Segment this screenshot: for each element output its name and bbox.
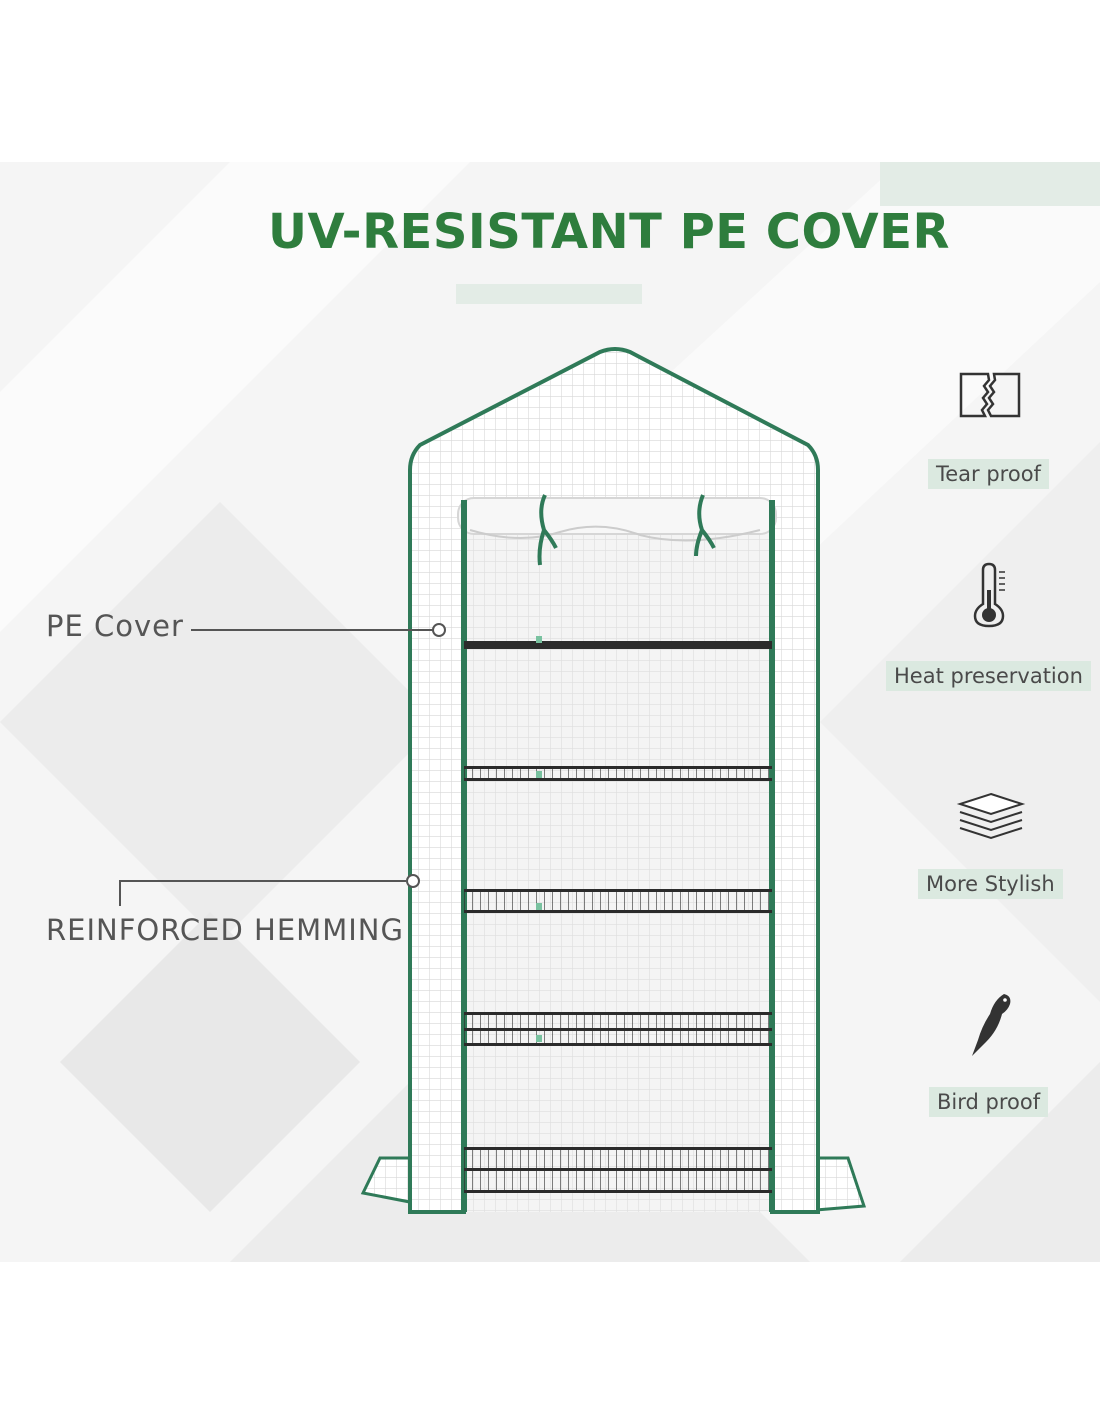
greenhouse-cover [408, 347, 820, 1214]
feature-label-more-stylish: More Stylish [918, 869, 1063, 899]
door-tie-right [694, 494, 716, 557]
feature-label-heat-preservation: Heat preservation [886, 661, 1091, 691]
tear-proof-icon [959, 372, 1021, 418]
hemming-callout-line [119, 874, 420, 906]
bird-icon [972, 994, 1011, 1056]
thermometer-icon [973, 562, 1005, 628]
feature-label-tear-proof: Tear proof [928, 459, 1049, 489]
right-floor-flap [814, 1156, 867, 1212]
pe-cover-label: PE Cover [46, 609, 184, 643]
pe-cover-callout-line [191, 623, 446, 637]
page-title: UV-RESISTANT PE COVER [268, 204, 950, 260]
greenhouse-back-wall [464, 502, 772, 1212]
accent-bar-middle [456, 284, 642, 304]
accent-bar-top [880, 162, 1100, 206]
shelves [464, 636, 772, 1193]
left-floor-flap [360, 1156, 417, 1205]
layers-icon [956, 792, 1026, 840]
rolled-door [457, 497, 777, 535]
background-panel [0, 162, 1100, 1262]
door-tie-left [537, 494, 558, 566]
reinforced-hemming-label: REINFORCED HEMMING [46, 913, 404, 947]
feature-label-bird-proof: Bird proof [929, 1087, 1049, 1117]
